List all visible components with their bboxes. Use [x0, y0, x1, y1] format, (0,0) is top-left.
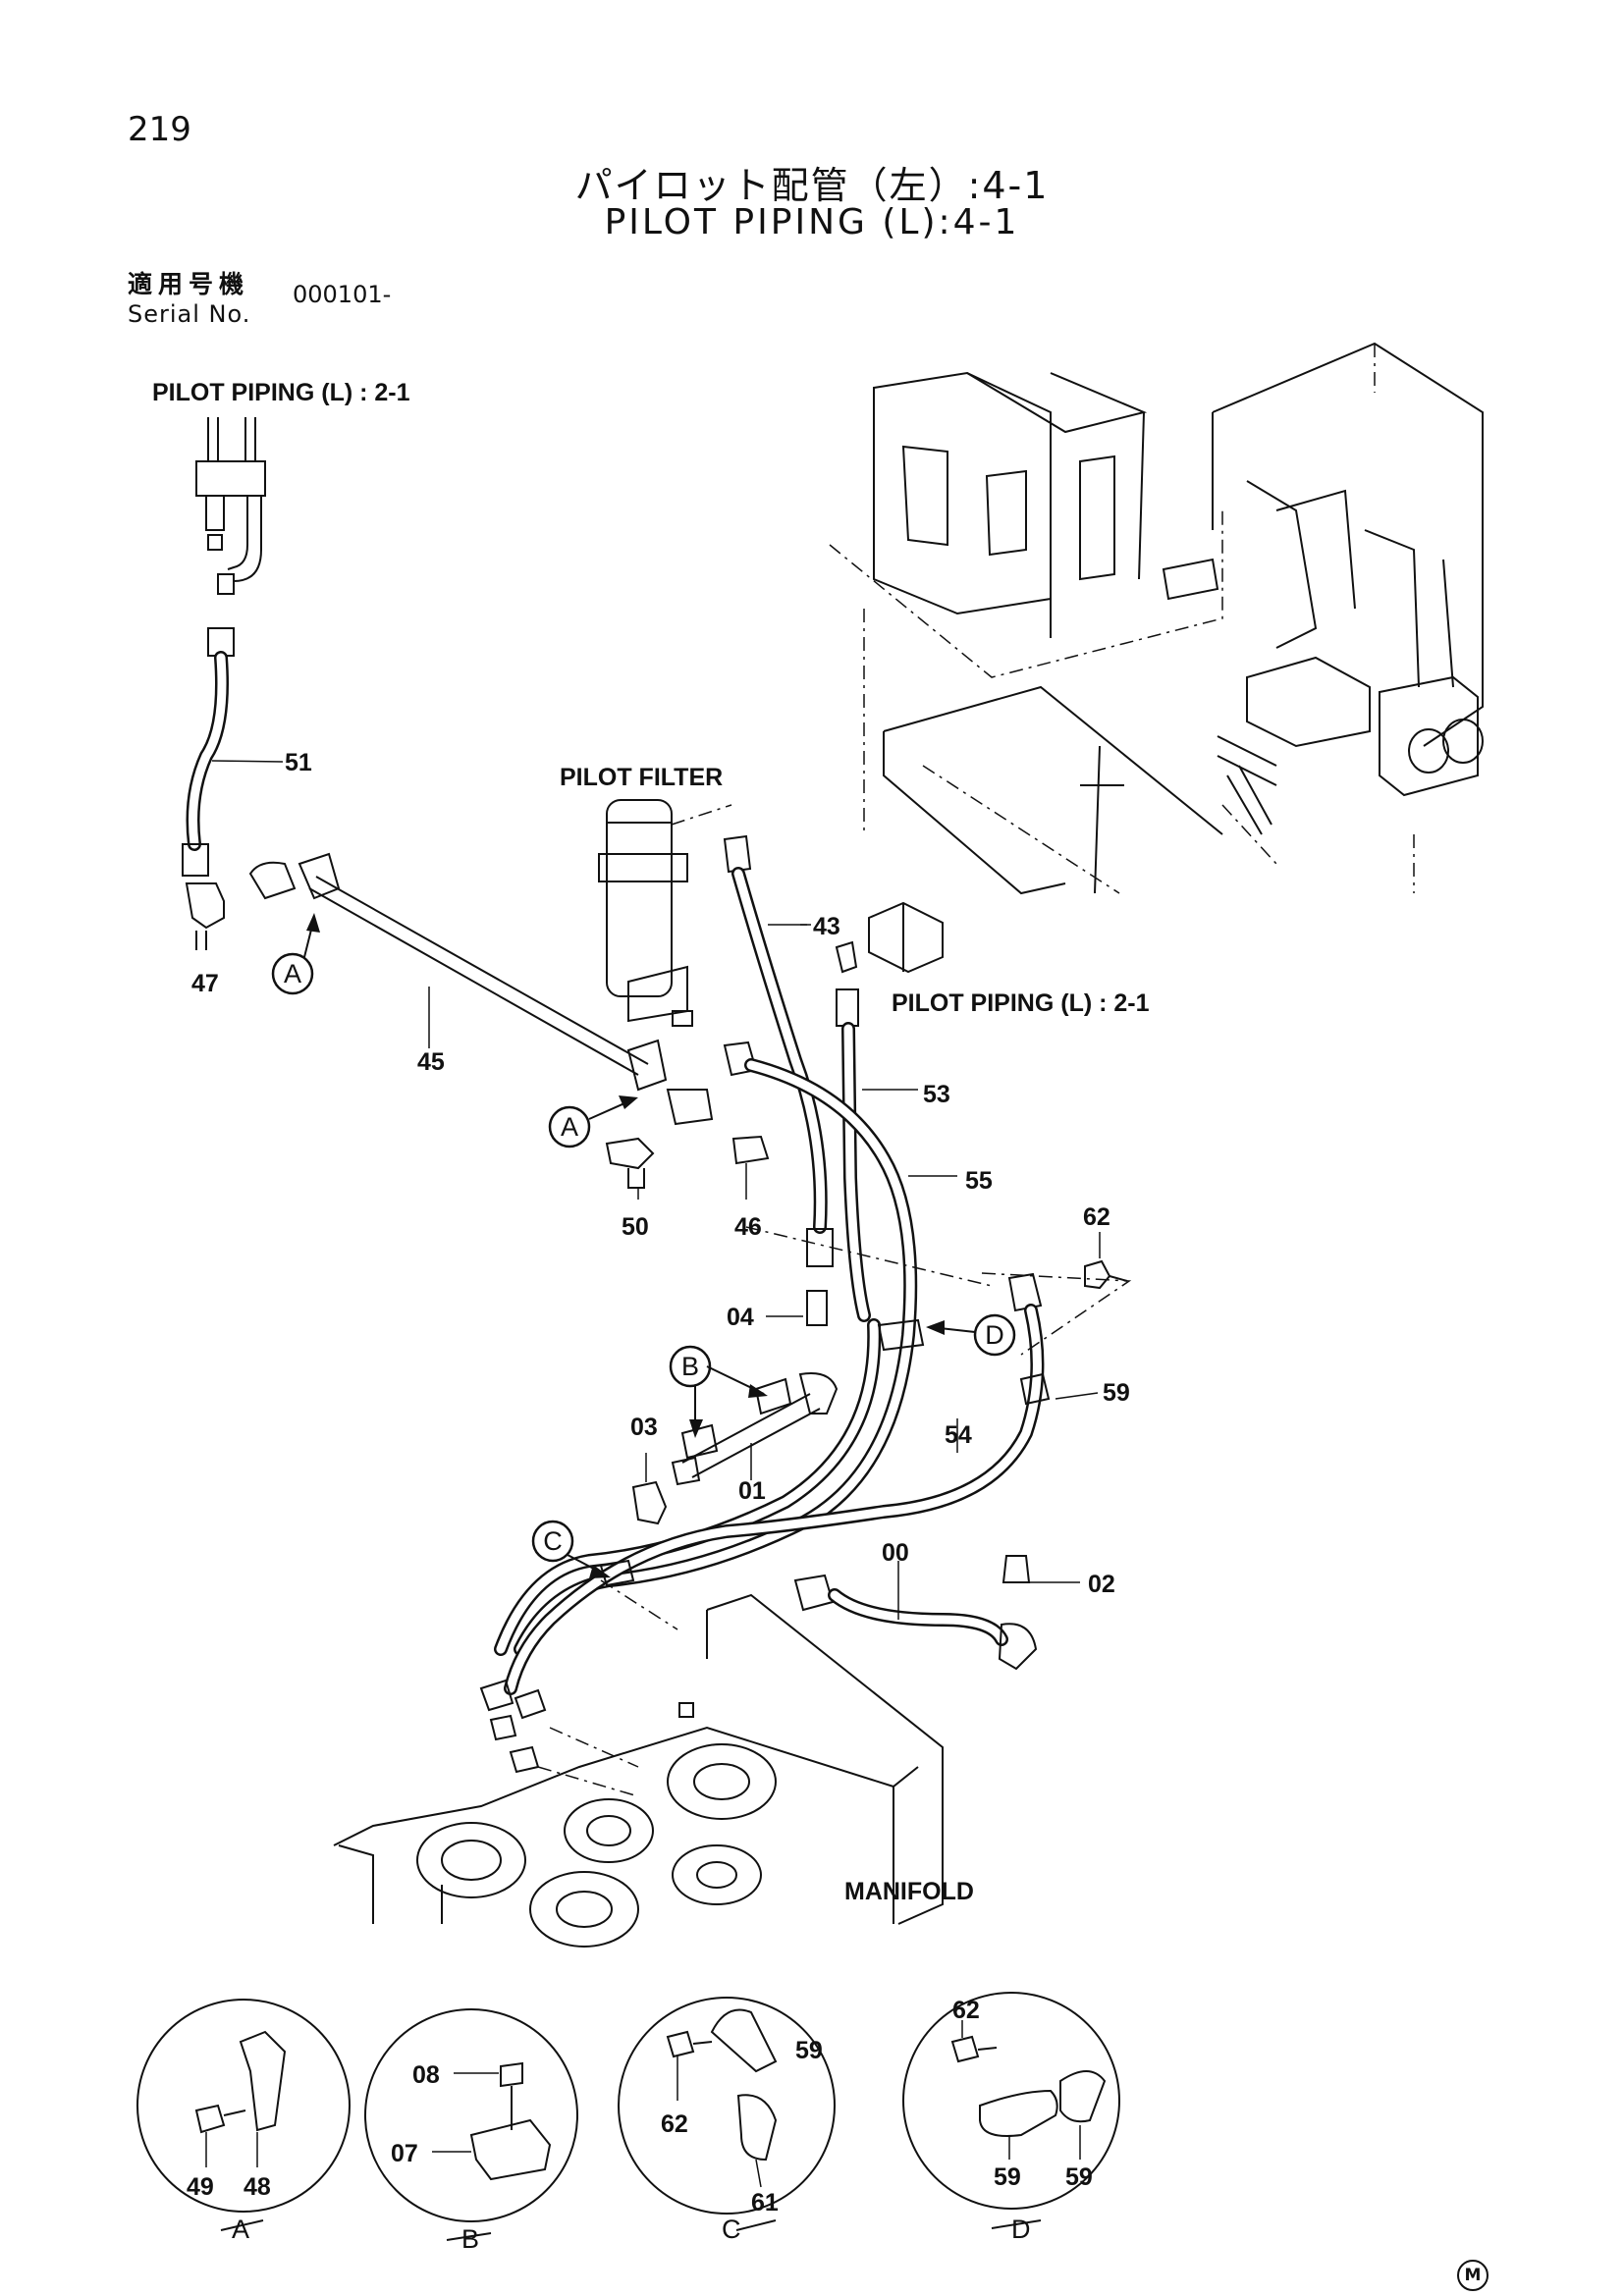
part-label-53: 53 [923, 1081, 950, 1108]
fitting-03 [631, 1453, 668, 1525]
detail-c-part-62: 62 [661, 2110, 688, 2138]
part-label-55: 55 [965, 1167, 993, 1195]
svg-text:A: A [284, 959, 301, 988]
detail-a-part-49: 49 [187, 2173, 214, 2201]
svg-text:D: D [985, 1320, 1004, 1350]
svg-text:C: C [543, 1526, 563, 1556]
part-label-02: 02 [1088, 1571, 1115, 1598]
middle-pilot-block [835, 901, 944, 974]
bolt-62 [1084, 1232, 1128, 1290]
part-label-46: 46 [734, 1213, 762, 1241]
detail-view-a: 49 48 A [136, 1999, 351, 2244]
part-label-59: 59 [1103, 1379, 1130, 1407]
part-label-62: 62 [1083, 1203, 1110, 1231]
detail-view-d: 62 59 59 D [902, 1992, 1120, 2244]
callout-a-lower: A [548, 1095, 638, 1148]
svg-text:A: A [561, 1112, 578, 1142]
detail-d-part-59b: 59 [1065, 2163, 1093, 2191]
tube-01 [671, 1372, 839, 1486]
callout-a-upper: A [271, 913, 320, 995]
detail-a-letter: A [232, 2215, 249, 2244]
part-label-03: 03 [630, 1414, 658, 1441]
detail-view-c: 62 59 61 C [618, 1997, 836, 2244]
part-label-43: 43 [813, 913, 840, 940]
manifold-hose-ends [479, 1559, 678, 1797]
serial-label-english: Serial No. [128, 300, 251, 328]
page-number: 219 [128, 110, 191, 149]
part-label-00: 00 [882, 1539, 909, 1567]
callout-b: B [669, 1345, 768, 1438]
hose-54 [504, 1226, 1132, 1695]
pilot-filter [598, 799, 732, 1027]
label-pilot-piping-mid: PILOT PIPING (L) : 2-1 [892, 989, 1150, 1017]
label-pilot-filter: PILOT FILTER [560, 764, 723, 791]
part-label-45: 45 [417, 1048, 445, 1076]
corner-mark: M [1457, 2260, 1489, 2291]
hose-00 [793, 1555, 1080, 1671]
part-label-01: 01 [738, 1477, 766, 1505]
leader-ticks [800, 924, 1099, 1400]
tube-45 [298, 852, 714, 1126]
clamp-d [877, 1318, 925, 1352]
hose-51 [182, 627, 284, 877]
title-english: PILOT PIPING (L):4-1 [604, 202, 1020, 242]
section-labels: PILOT PIPING (L) : 2-1 PILOT FILTER PILO… [152, 379, 1150, 1905]
machine-body-outline [829, 342, 1484, 895]
part-label-50: 50 [622, 1213, 649, 1241]
detail-c-letter: C [722, 2215, 741, 2244]
svg-text:B: B [681, 1352, 699, 1381]
manifold [333, 1593, 944, 1948]
fittings-50-46 [605, 1135, 770, 1200]
part-label-51: 51 [285, 749, 312, 776]
part-label-47: 47 [191, 970, 219, 997]
fitting-04 [766, 1290, 828, 1326]
title-japanese: パイロット配管（左）:4-1 [574, 164, 1050, 207]
detail-b-part-07: 07 [391, 2140, 418, 2167]
detail-b-part-08: 08 [412, 2061, 440, 2089]
upper-pilot-block [195, 417, 266, 595]
label-pilot-piping-top: PILOT PIPING (L) : 2-1 [152, 379, 410, 406]
hose-43 [723, 834, 834, 1267]
detail-c-part-61: 61 [751, 2189, 779, 2216]
callout-d: D [926, 1313, 1016, 1357]
detail-c-part-59: 59 [795, 2037, 823, 2064]
label-manifold: MANIFOLD [844, 1878, 974, 1905]
part-label-54: 54 [945, 1421, 972, 1449]
detail-b-letter: B [461, 2224, 479, 2254]
detail-d-part-59a: 59 [994, 2163, 1021, 2191]
detail-a-part-48: 48 [244, 2173, 271, 2201]
detail-d-letter: D [1011, 2215, 1031, 2244]
detail-view-b: 08 07 B [364, 2008, 578, 2254]
part-number-labels: 51 47 45 43 53 55 50 46 62 04 59 03 01 5… [191, 749, 1130, 1598]
callout-c: C [531, 1520, 611, 1578]
fitting-47 [185, 861, 297, 950]
hose-53 [836, 988, 918, 1322]
part-label-04: 04 [727, 1304, 754, 1331]
serial-number-value: 000101- [293, 281, 392, 308]
detail-d-part-62: 62 [952, 1997, 980, 2024]
serial-label-japanese: 適用号機 [128, 270, 250, 298]
